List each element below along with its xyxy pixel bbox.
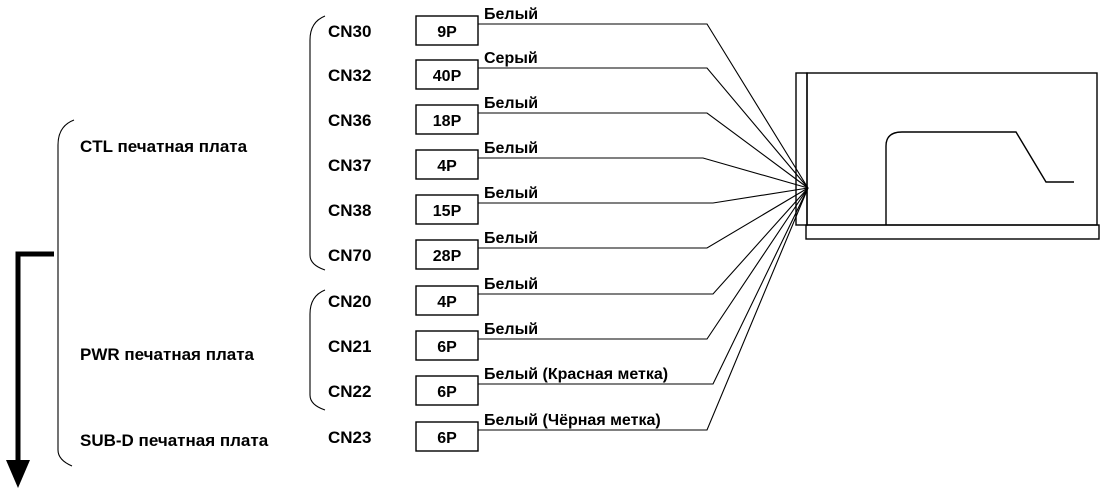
group-label-ctl: CTL печатная плата [80,137,248,156]
wire-bundle [478,23,809,431]
pin-count: 28P [433,248,462,265]
connector-row-cn30: CN30 9P Белый [328,6,538,46]
connector-name: CN30 [328,22,371,41]
pin-box [415,421,479,452]
wire-color: Белый [484,230,538,247]
connector-row-cn22: CN22 6P Белый (Красная метка) [328,366,668,406]
group-label-subd: SUB-D печатная плата [80,431,269,450]
ctl-connector-bracket [309,15,326,271]
connector-row-cn23: CN23 6P Белый (Чёрная метка) [328,412,661,452]
pin-count: 4P [437,294,457,311]
arrow-down-icon [6,251,54,488]
wire-cn36 [478,112,809,189]
pin-box [415,194,479,225]
wire-color: Белый [484,276,538,293]
pin-box [415,104,479,135]
connector-name: CN20 [328,292,371,311]
pin-count: 6P [437,430,457,447]
pin-count: 40P [433,68,462,85]
ctl-bracket [57,119,75,467]
pin-count: 9P [437,24,457,41]
wire-color: Белый [484,140,538,157]
connector-name: CN21 [328,337,371,356]
connector-name: CN22 [328,382,371,401]
connector-row-cn21: CN21 6P Белый [328,321,538,361]
pin-count: 6P [437,384,457,401]
connector-row-cn37: CN37 4P Белый [328,140,538,180]
wire-color: Белый [484,6,538,23]
connector-name: CN37 [328,156,371,175]
wire-cn38 [478,187,809,204]
pin-box [415,285,479,316]
pin-count: 15P [433,203,462,220]
pin-box [415,149,479,180]
wire-cn32 [478,67,809,189]
wire-color: Белый [484,321,538,338]
pin-box [415,239,479,270]
wire-cn23 [478,187,809,431]
pin-count: 18P [433,113,462,130]
connector-name: CN38 [328,201,371,220]
group-brackets [57,15,326,467]
wire-color: Белый [484,95,538,112]
connector-name: CN23 [328,428,371,447]
wire-cn70 [478,187,809,249]
wire-cn21 [478,187,809,340]
pin-box [415,375,479,406]
wire-color: Белый (Красная метка) [484,366,668,383]
wire-color: Серый [484,50,538,67]
wire-color: Белый [484,185,538,202]
connector-row-cn36: CN36 18P Белый [328,95,538,135]
pin-box [415,15,479,46]
pin-box [415,59,479,90]
pin-box [415,330,479,361]
connector-name: CN36 [328,111,371,130]
pin-count: 4P [437,158,457,175]
connector-row-cn20: CN20 4P Белый [328,276,538,316]
wire-cn20 [478,187,809,295]
wire-cn30 [478,23,809,189]
connector-row-cn70: CN70 28P Белый [328,230,538,270]
group-label-pwr: PWR печатная плата [80,345,255,364]
wire-cn22 [478,187,809,385]
wire-cn37 [478,157,809,189]
connector-row-cn38: CN38 15P Белый [328,185,538,225]
pin-count: 6P [437,339,457,356]
wire-color: Белый (Чёрная метка) [484,412,661,429]
connector-name: CN32 [328,66,371,85]
sewing-machine-icon [795,72,1100,240]
connector-name: CN70 [328,246,371,265]
connector-row-cn32: CN32 40P Серый [328,50,538,90]
pwr-connector-bracket [309,289,326,411]
